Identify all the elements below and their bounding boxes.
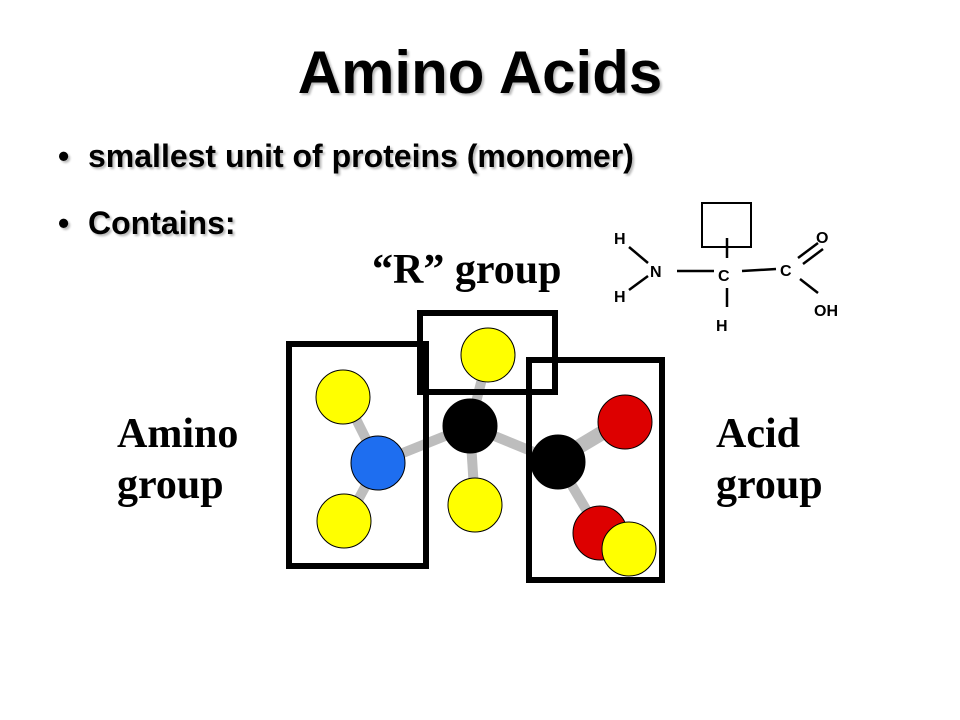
acid-group-box xyxy=(526,357,665,583)
amino-group-label: Amino group xyxy=(117,409,238,511)
bond-line xyxy=(741,267,777,273)
bond-line xyxy=(628,246,649,264)
amino-group-box xyxy=(286,341,429,569)
bond-line xyxy=(797,242,819,259)
atom-label: C xyxy=(718,268,730,285)
bullet-text: Contains: xyxy=(88,205,236,241)
bullet-dot-icon: • xyxy=(58,205,70,241)
atom-label: N xyxy=(650,264,662,281)
bond-line xyxy=(628,274,649,292)
carbon-atom xyxy=(442,398,498,454)
hydrogen-atom xyxy=(447,477,503,533)
atom-label: H xyxy=(716,318,728,335)
acid-group-label-line: Acid xyxy=(716,411,800,457)
atom-label: H xyxy=(614,231,626,248)
amino-group-label-line: Amino xyxy=(117,411,239,457)
carbon-atom xyxy=(530,434,586,490)
atom-label: C xyxy=(780,263,792,280)
r-group-box xyxy=(417,310,558,395)
atom-label: O xyxy=(816,230,828,247)
bond-line xyxy=(802,248,824,265)
slide-title: Amino Acids xyxy=(297,39,663,106)
bullet-dot-icon: • xyxy=(58,138,70,174)
amino-group-label-line: group xyxy=(117,462,224,509)
acid-group-label-line: group xyxy=(716,462,823,509)
r-group-label: “R” group xyxy=(372,247,562,293)
oxygen-atom xyxy=(597,394,653,450)
hydrogen-atom xyxy=(315,369,371,425)
hydrogen-atom xyxy=(316,493,372,549)
bullet-item: • smallest unit of proteins (monomer) xyxy=(58,138,634,175)
hydrogen-atom xyxy=(460,327,516,383)
bullet-item: • Contains: xyxy=(58,205,236,242)
bullet-text: smallest unit of proteins (monomer) xyxy=(88,138,634,174)
atom-label: H xyxy=(614,289,626,306)
nitrogen-atom xyxy=(350,435,406,491)
bond-line xyxy=(799,278,819,294)
acid-group-label: Acid group xyxy=(716,409,823,511)
hydrogen-atom xyxy=(601,521,657,577)
atom-label: OH xyxy=(814,303,838,320)
